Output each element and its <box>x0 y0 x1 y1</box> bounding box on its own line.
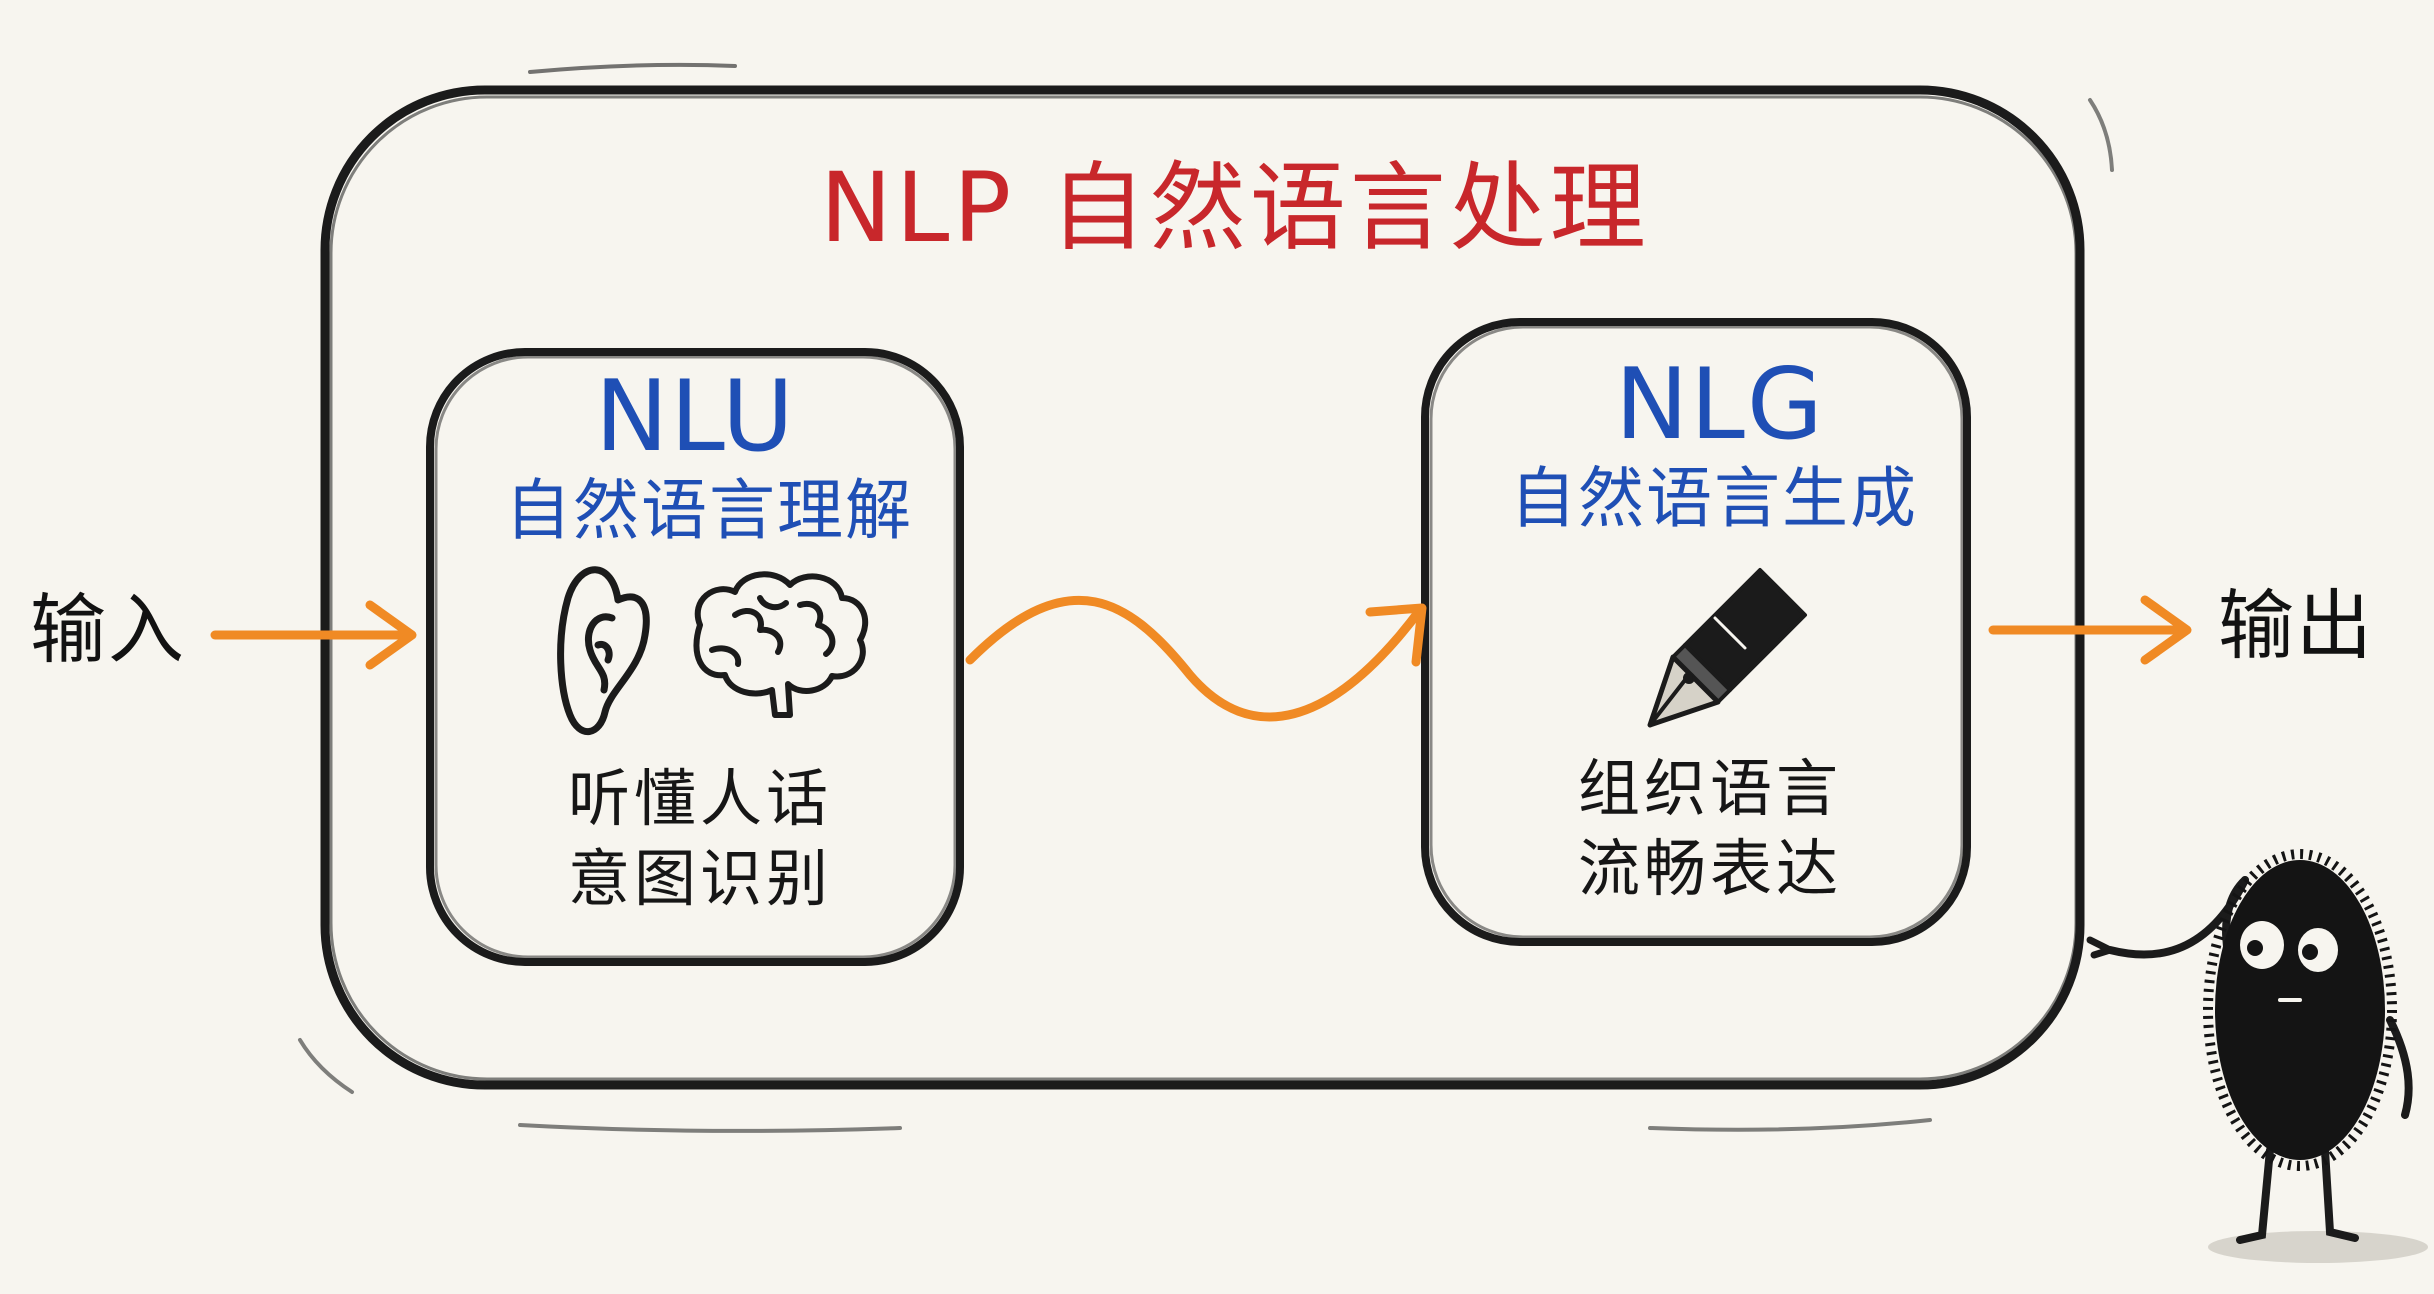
brain-icon <box>693 571 869 718</box>
nlp-container <box>298 62 2114 1133</box>
nlg-box <box>1421 318 1971 946</box>
input-label: 输入 <box>30 585 186 674</box>
nlu-name: 自然语言理解 <box>505 472 913 549</box>
nlg-desc-line1: 组织语言 <box>1578 752 1843 825</box>
ear-icon <box>557 566 650 736</box>
nlg-desc-line2: 流畅表达 <box>1578 832 1843 905</box>
nlu-abbr: NLU <box>595 360 796 474</box>
output-label: 输出 <box>2218 581 2374 670</box>
diagram-title: NLP 自然语言处理 <box>820 152 1650 264</box>
nlg-abbr: NLG <box>1615 348 1825 462</box>
nlg-name: 自然语言生成 <box>1510 460 1918 537</box>
output-arrow <box>1988 595 2192 665</box>
flow-arrow <box>965 595 1427 722</box>
input-arrow <box>210 600 417 670</box>
mascot-creature <box>2086 849 2428 1263</box>
fountain-pen-icon <box>1647 568 1807 728</box>
nlu-desc-line2: 意图识别 <box>568 842 833 915</box>
nlu-box <box>426 348 964 966</box>
nlu-desc-line1: 听懂人话 <box>568 762 833 835</box>
